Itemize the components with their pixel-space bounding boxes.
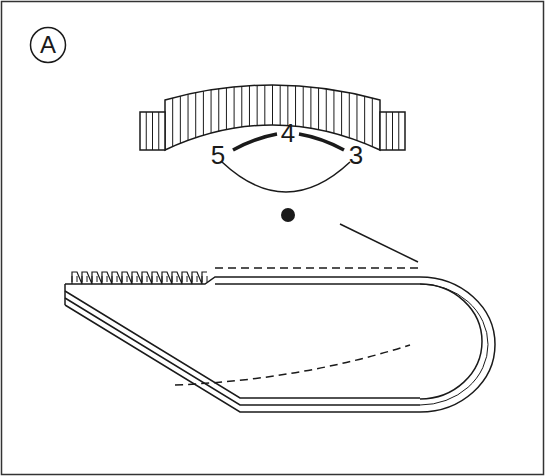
needle-dot bbox=[281, 208, 295, 222]
dial-number: 5 bbox=[211, 142, 225, 168]
folded-fabric bbox=[65, 268, 495, 412]
dial-number: 4 bbox=[281, 120, 295, 146]
circled-letter: A bbox=[29, 26, 67, 64]
stitch-width-dial bbox=[140, 85, 405, 192]
figure-letter: A bbox=[40, 33, 56, 57]
leader-line bbox=[340, 224, 418, 262]
dial-number: 3 bbox=[349, 142, 363, 168]
